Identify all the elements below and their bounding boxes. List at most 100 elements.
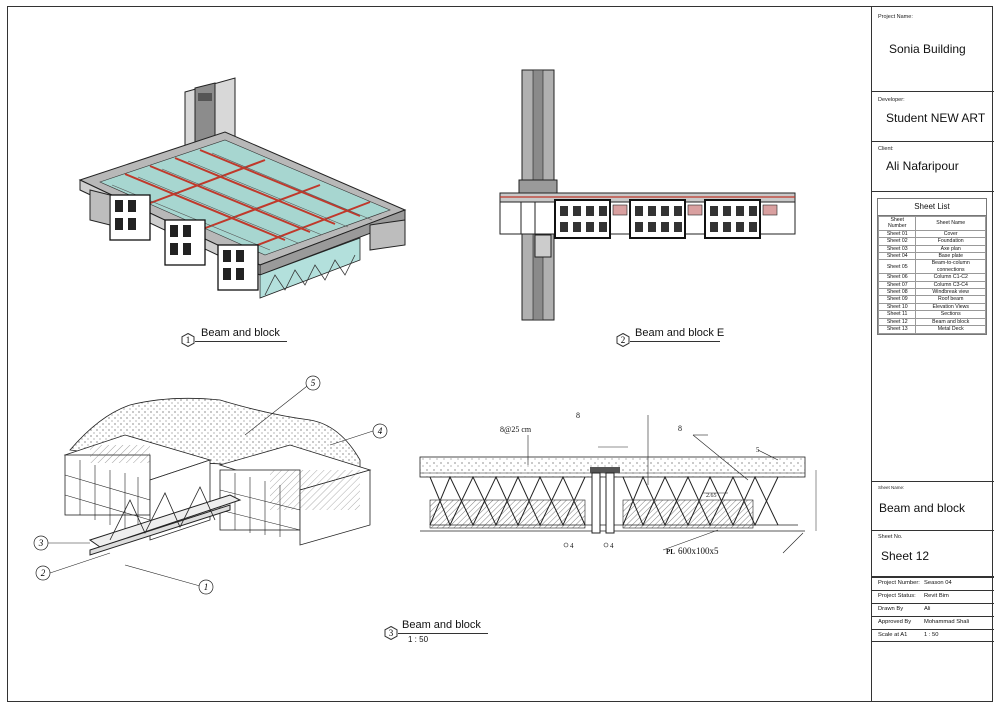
- sheet-name-cell: Elevation Views: [915, 302, 986, 312]
- info-label: Approved By: [878, 619, 912, 625]
- svg-text:3: 3: [389, 628, 394, 638]
- view-1-title: Beam and block: [201, 327, 280, 339]
- info-label: Drawn By: [878, 606, 904, 612]
- info-label: Project Status:: [878, 593, 916, 599]
- view-2-elevation-drawing: [499, 69, 796, 321]
- view-3-title: Beam and block: [402, 619, 481, 631]
- view-1-title-underline: [195, 341, 287, 342]
- info-label: Scale at A1: [878, 632, 908, 638]
- sheet-name-cell: Column C1-C2: [915, 273, 986, 282]
- rebar-top-right-label: 8: [678, 424, 682, 433]
- client-value: Ali Nafaripour: [886, 159, 959, 173]
- sheet-number-cell: Sheet 01: [877, 229, 917, 239]
- callout-1: 1: [204, 582, 209, 592]
- sheet-number-cell: Sheet 03: [877, 244, 917, 254]
- info-label: Project Number:: [878, 580, 920, 586]
- developer-value: Student NEW ART: [886, 111, 986, 125]
- sheet-no-section: Sheet No. Sheet 12: [872, 531, 994, 577]
- callout-5: 5: [311, 378, 316, 388]
- plate-size-label: 600x100x5: [678, 546, 719, 556]
- info-value: Season 04: [924, 580, 952, 586]
- callout-4: 4: [378, 426, 383, 436]
- column-header: Sheet Number: [877, 216, 917, 231]
- sheet-number-cell: Sheet 07: [877, 280, 917, 290]
- client-label: Client:: [878, 146, 894, 152]
- info-row-approved-by: Approved By Mohammad Shali: [872, 616, 994, 629]
- sheet-name-section: Sheet Name: Beam and block: [872, 481, 994, 531]
- sheet-name-cell: Axe plan: [915, 244, 986, 254]
- sheet-name-cell: Roof beam: [915, 295, 986, 304]
- title-block: Project Name: Sonia Building Developer: …: [871, 6, 994, 702]
- marker-4a-label: 4: [570, 542, 574, 550]
- sheet-name-label: Sheet Name:: [878, 485, 905, 490]
- info-value: Revit Bim: [924, 593, 949, 599]
- svg-text:1: 1: [186, 335, 191, 345]
- sheet-name-cell: Base plate: [915, 252, 986, 261]
- view-2-title-underline: [630, 341, 720, 342]
- sheet-number-cell: Sheet 02: [877, 237, 917, 246]
- info-row-project-number: Project Number: Season 04: [872, 577, 994, 590]
- sheet-number-cell: Sheet 06: [877, 273, 917, 282]
- view-1-isometric-drawing: [78, 77, 407, 299]
- sheet-number-cell: Sheet 10: [877, 302, 917, 312]
- sheet-number-cell: Sheet 13: [877, 325, 917, 334]
- info-row-drawn-by: Drawn By Ali: [872, 603, 994, 616]
- view-3-isometric-sketch: 1 2 3 4 5: [33, 375, 388, 595]
- view-3-scale: 1 : 50: [408, 635, 429, 644]
- view-1-number-badge: 1: [181, 332, 195, 348]
- sheet-list: Sheet List Sheet Number Sheet Name Sheet…: [877, 198, 987, 335]
- developer-label: Developer:: [878, 97, 905, 103]
- view-2-title: Beam and block E: [635, 327, 725, 339]
- sheet-list-header-row: Sheet Number Sheet Name: [877, 216, 986, 231]
- plate-symbol: PL: [666, 548, 675, 556]
- view-2-number-badge: 2: [616, 332, 630, 348]
- info-value: 1 : 50: [924, 632, 939, 638]
- view-3-section-detail: 8@25 cm 8 8 2.65 4 4 5 PL 600x100x5: [419, 411, 817, 556]
- project-name-section: Project Name: Sonia Building: [872, 6, 994, 92]
- marker-4b-label: 4: [610, 542, 614, 550]
- svg-text:2: 2: [621, 335, 626, 345]
- view-3-title-underline: [398, 633, 488, 634]
- column-header: Sheet Name: [915, 216, 986, 231]
- info-value: Mohammad Shali: [924, 619, 970, 625]
- sheet-name-cell: Cover: [915, 229, 986, 239]
- sheet-number-cell: Sheet 05: [877, 259, 917, 275]
- sheet-list-title: Sheet List: [878, 199, 986, 216]
- info-row-scale: Scale at A1 1 : 50: [872, 629, 994, 642]
- sheet-name-cell: Foundation: [915, 237, 986, 246]
- sheet-number-cell: Sheet 12: [877, 317, 917, 327]
- sheet-number-cell: Sheet 04: [877, 252, 917, 261]
- view-3-number-badge: 3: [384, 625, 398, 641]
- sheet-name-cell: Windbreak view: [915, 288, 986, 297]
- callout-3: 3: [38, 538, 44, 548]
- rebar-spacing-label: 8@25 cm: [500, 425, 532, 434]
- sheet-no-label: Sheet No.: [878, 534, 903, 540]
- dimension-265-label: 2.65: [706, 493, 717, 499]
- info-value: Ali: [924, 606, 931, 612]
- sheet-name-cell: Column C3-C4: [915, 280, 986, 290]
- sheet-frame: [7, 6, 993, 702]
- sheet-name-cell: Beam-to-column connections: [915, 259, 986, 275]
- client-section: Client: Ali Nafaripour: [872, 142, 994, 192]
- developer-section: Developer: Student NEW ART: [872, 92, 994, 142]
- marker-5-label: 5: [756, 446, 760, 454]
- info-row-project-status: Project Status: Revit Bim: [872, 590, 994, 603]
- sheet-name-value: Beam and block: [879, 501, 966, 515]
- sheet-name-cell: Beam and block: [915, 317, 986, 327]
- callout-2: 2: [41, 568, 46, 578]
- sheet-number-cell: Sheet 11: [877, 310, 917, 319]
